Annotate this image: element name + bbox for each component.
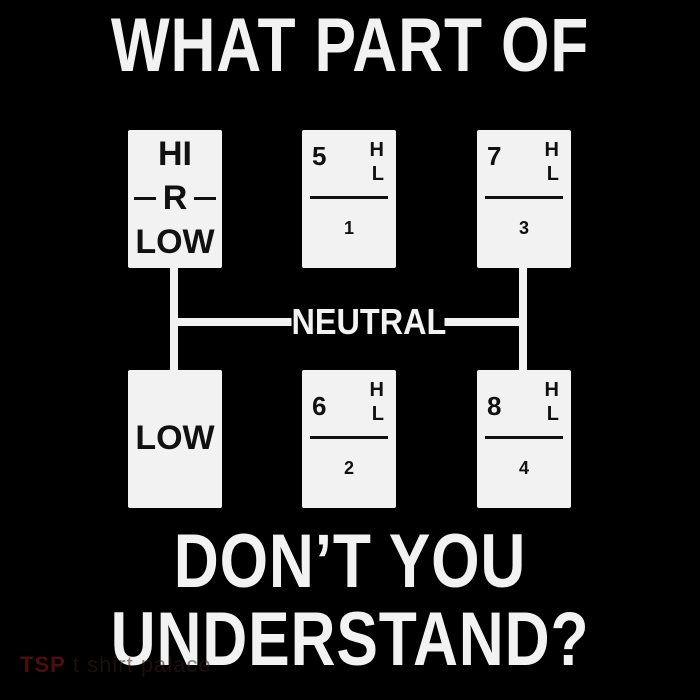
range-h-label: H (544, 379, 559, 401)
gate-8-4: 8 H L 4 (477, 370, 571, 508)
headline-bottom-line-2: UNDERSTAND? (110, 597, 590, 682)
gate-hi-r-low: HI R LOW (128, 130, 222, 268)
gate-7-3: 7 H L 3 (477, 130, 571, 268)
gate-hi-label: HI (158, 135, 192, 173)
gate-5-1: 5 H L 1 (302, 130, 396, 268)
gate-low: LOW (128, 370, 222, 508)
range-h-label: H (369, 379, 384, 401)
range-l-label: L (371, 163, 384, 185)
split-rule (485, 436, 563, 439)
gear-number-7: 7 (487, 141, 502, 171)
watermark: TSP t shirt palace (20, 652, 212, 678)
headline-top: WHAT PART OF (110, 3, 590, 88)
gear-number-4: 4 (518, 458, 529, 478)
gate-low-bottom-label: LOW (135, 419, 215, 457)
range-l-label: L (546, 163, 559, 185)
gear-number-6: 6 (312, 391, 327, 421)
gear-number-1: 1 (343, 218, 354, 238)
range-l-label: L (371, 403, 384, 425)
gate-r-rule-right (194, 197, 216, 200)
gear-number-2: 2 (343, 458, 354, 478)
split-rule (310, 436, 388, 439)
gate-r-rule-left (134, 197, 156, 200)
gear-number-8: 8 (487, 391, 502, 421)
gate-r-label: R (162, 179, 188, 217)
neutral-label: NEUTRAL (291, 301, 447, 342)
range-l-label: L (546, 403, 559, 425)
gate-low-label: LOW (135, 223, 215, 261)
split-rule (485, 196, 563, 199)
split-rule (310, 196, 388, 199)
range-h-label: H (369, 139, 384, 161)
range-h-label: H (544, 139, 559, 161)
headline-bottom-line-1: DON’T YOU (173, 519, 527, 604)
gear-number-3: 3 (518, 218, 529, 238)
watermark-logo: TSP (20, 652, 66, 677)
gate-6-2: 6 H L 2 (302, 370, 396, 508)
gear-number-5: 5 (312, 141, 327, 171)
watermark-text: t shirt palace (72, 652, 212, 677)
